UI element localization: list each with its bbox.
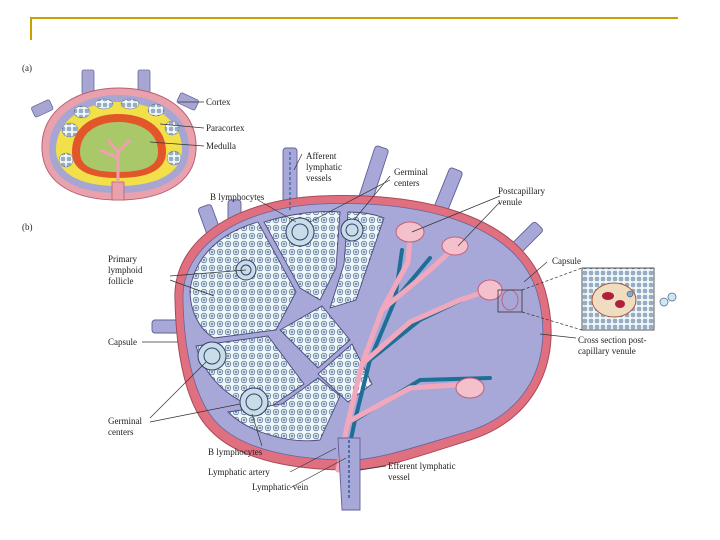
label-primary-follicle-2: lymphoid — [108, 265, 143, 275]
label-b-lymphocytes-bottom: B lymphocytes — [208, 447, 263, 457]
panel-a-diagram: (a) — [22, 63, 245, 201]
label-postcapillary-2: venule — [498, 197, 522, 207]
label-germinal-top-1: Germinal — [394, 167, 428, 177]
label-b-lymphocytes-top: B lymphocytes — [210, 192, 265, 202]
panel-b-tag: (b) — [22, 222, 33, 232]
panel-a-follicles — [58, 98, 182, 168]
panel-a-medulla — [80, 122, 158, 172]
label-germinal-bottom-2: centers — [108, 427, 134, 437]
lobule-3 — [329, 211, 385, 309]
panel-a-efferent-vessel — [111, 181, 125, 201]
label-cross-section-1: Cross section post- — [578, 335, 647, 345]
cross-section-marker — [497, 289, 523, 313]
panel-a-tag: (a) — [22, 63, 32, 73]
lobule-6 — [227, 377, 341, 442]
efferent-lymphatic-vessel — [337, 437, 361, 511]
label-medulla: Medulla — [206, 141, 236, 151]
label-paracortex: Paracortex — [206, 123, 245, 133]
label-efferent-1: Efferent lymphatic — [388, 461, 456, 471]
label-cortex: Cortex — [206, 97, 231, 107]
panel-a-afferent-vessels — [31, 69, 199, 118]
label-afferent-2: lymphatic — [306, 162, 342, 172]
panel-b-diagram: (b) — [22, 145, 677, 511]
label-lymphatic-vein: Lymphatic vein — [252, 482, 309, 492]
label-capsule-left: Capsule — [108, 337, 137, 347]
label-postcapillary-1: Postcapillary — [498, 186, 545, 196]
label-afferent-3: vessels — [306, 173, 332, 183]
label-leaders — [142, 153, 577, 489]
label-efferent-2: vessel — [388, 472, 410, 482]
label-cross-section-2: capillary venule — [578, 346, 636, 356]
lymphatic-artery-network — [335, 233, 493, 473]
postcapillary-venule-loops — [395, 221, 519, 399]
label-capsule-right: Capsule — [552, 256, 581, 266]
cross-section-inset — [581, 267, 655, 331]
label-primary-follicle-1: Primary — [108, 254, 137, 264]
panel-a-medullary-vessels — [99, 138, 132, 182]
label-germinal-top-2: centers — [394, 178, 420, 188]
lobule-2 — [263, 211, 341, 301]
lobule-5 — [279, 305, 351, 369]
label-germinal-bottom-1: Germinal — [108, 416, 142, 426]
label-primary-follicle-3: follicle — [108, 276, 134, 286]
label-afferent-1: Afferent — [306, 151, 337, 161]
free-lymphocytes — [659, 292, 677, 307]
label-lymphatic-artery: Lymphatic artery — [208, 467, 270, 477]
